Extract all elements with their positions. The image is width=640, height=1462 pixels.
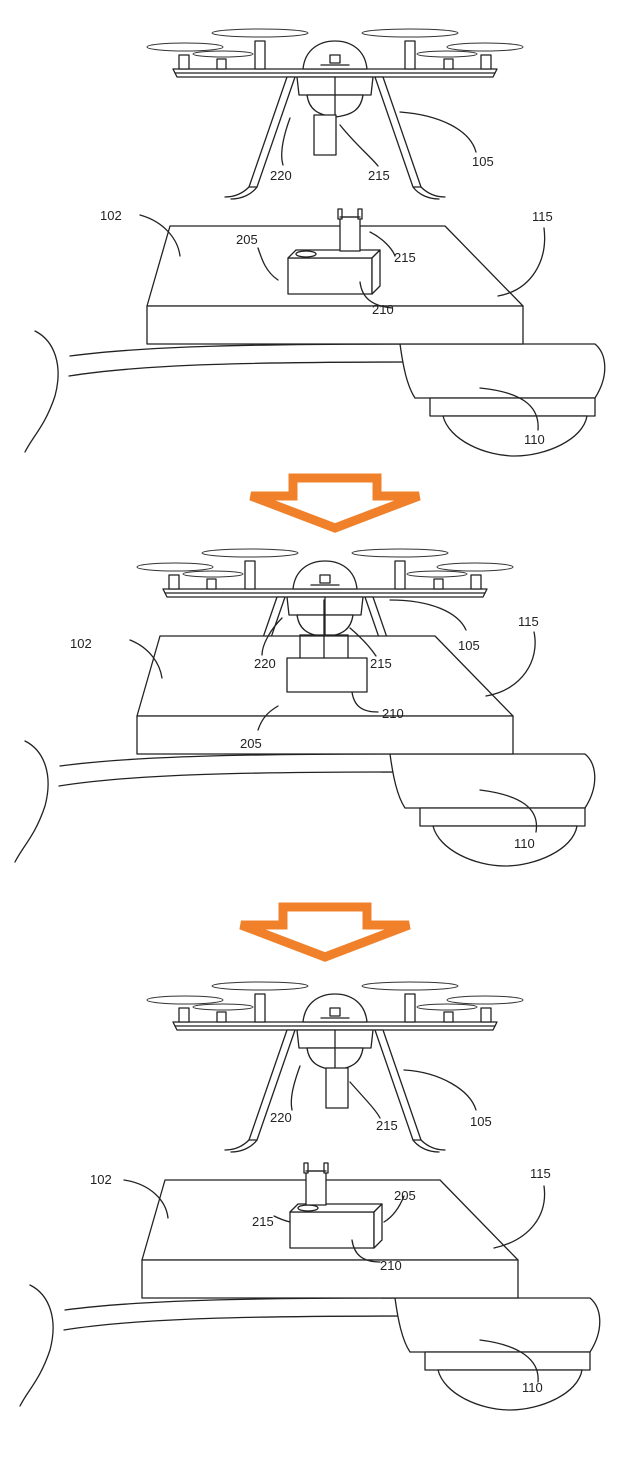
label-102: 102 — [100, 208, 122, 223]
transition-arrow-2 — [241, 907, 409, 957]
label-110: 110 — [524, 432, 545, 447]
label-210-p3: 210 — [380, 1258, 402, 1273]
label-205: 205 — [236, 232, 258, 247]
panel-1-labels: 220 215 105 102 115 205 215 210 110 — [100, 154, 553, 447]
label-210-p2: 210 — [382, 706, 404, 721]
label-110-p3: 110 — [522, 1380, 543, 1395]
panel-3-departed — [19, 981, 601, 1411]
label-220: 220 — [270, 168, 292, 183]
label-110-p2: 110 — [514, 836, 535, 851]
label-115-p2: 115 — [518, 614, 539, 629]
label-115-p3: 115 — [530, 1166, 551, 1181]
label-102-p2: 102 — [70, 636, 92, 651]
panel-3-labels: 220 215 105 102 115 205 215 210 110 — [90, 1110, 551, 1395]
label-210: 210 — [372, 302, 394, 317]
label-105-p2: 105 — [458, 638, 480, 653]
panel-2-docked — [14, 548, 596, 867]
label-205-p3: 205 — [394, 1188, 416, 1203]
label-215b-p3: 215 — [252, 1214, 274, 1229]
label-102-p3: 102 — [90, 1172, 112, 1187]
label-115: 115 — [532, 209, 553, 224]
label-215-p2: 215 — [370, 656, 392, 671]
panel-1-approach — [24, 28, 606, 457]
transition-arrow-1 — [251, 478, 419, 528]
label-220-p2: 220 — [254, 656, 276, 671]
label-215-p3: 215 — [376, 1118, 398, 1133]
panel-2-labels: 220 215 105 102 115 205 210 110 — [70, 614, 539, 851]
label-215: 215 — [368, 168, 390, 183]
label-220-p3: 220 — [270, 1110, 292, 1125]
label-215b: 215 — [394, 250, 416, 265]
label-105-p3: 105 — [470, 1114, 492, 1129]
label-105: 105 — [472, 154, 494, 169]
label-205-p2: 205 — [240, 736, 262, 751]
